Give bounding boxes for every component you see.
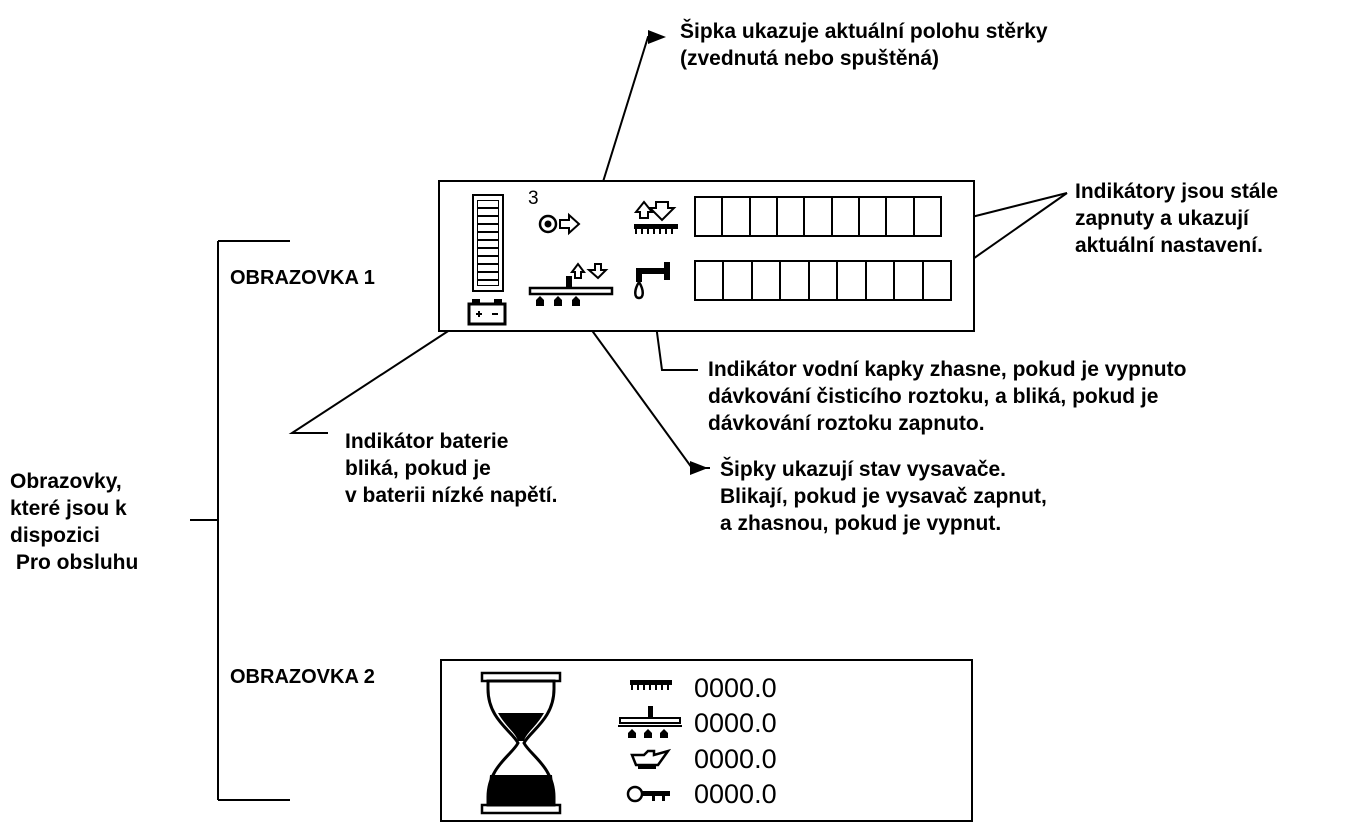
solution-flow-bar <box>694 260 952 301</box>
key-icon <box>626 785 670 803</box>
brush-updown-icon <box>633 200 678 234</box>
squeegee-arrows-icon <box>528 262 614 306</box>
screen1-panel: 3 <box>438 180 975 332</box>
water-drop-callout: Indikátor vodní kapky zhasne, pokud je v… <box>708 358 1187 435</box>
screens-available-label: Obrazovky, které jsou k dispozici Pro ob… <box>10 470 139 574</box>
screen1-label: OBRAZOVKA 1 <box>230 267 375 289</box>
battery-icon <box>467 299 507 326</box>
battery-level-gauge <box>472 194 504 292</box>
vacuum-callout: Šipky ukazují stav vysavače. Blikají, po… <box>720 458 1047 535</box>
screen2-panel: 0000.0 0000.0 0000.0 0000.0 <box>440 659 973 822</box>
key-hours-value: 0000.0 <box>694 779 777 809</box>
battery-callout: Indikátor baterie bliká, pokud je v bate… <box>345 430 558 507</box>
indicators-callout: Indikátory jsou stále zapnuty a ukazují … <box>1075 180 1279 257</box>
faucet-drop-icon <box>634 262 670 300</box>
battery-leader <box>288 321 463 434</box>
oil-can-icon <box>630 748 672 769</box>
brush-icon <box>630 680 672 690</box>
target-arrow-icon <box>538 212 581 236</box>
squeegee-hours-value: 0000.0 <box>694 708 777 738</box>
squeegee-callout: Šipka ukazuje aktuální polohu stěrky (zv… <box>680 20 1048 70</box>
brush-pressure-bar <box>694 196 942 237</box>
oil-hours-value: 0000.0 <box>694 744 777 774</box>
screen-number: 3 <box>528 188 539 209</box>
squeegee-icon <box>618 706 682 738</box>
brush-hours-value: 0000.0 <box>694 673 777 703</box>
hourglass-icon <box>480 671 562 815</box>
screen2-label: OBRAZOVKA 2 <box>230 666 375 688</box>
